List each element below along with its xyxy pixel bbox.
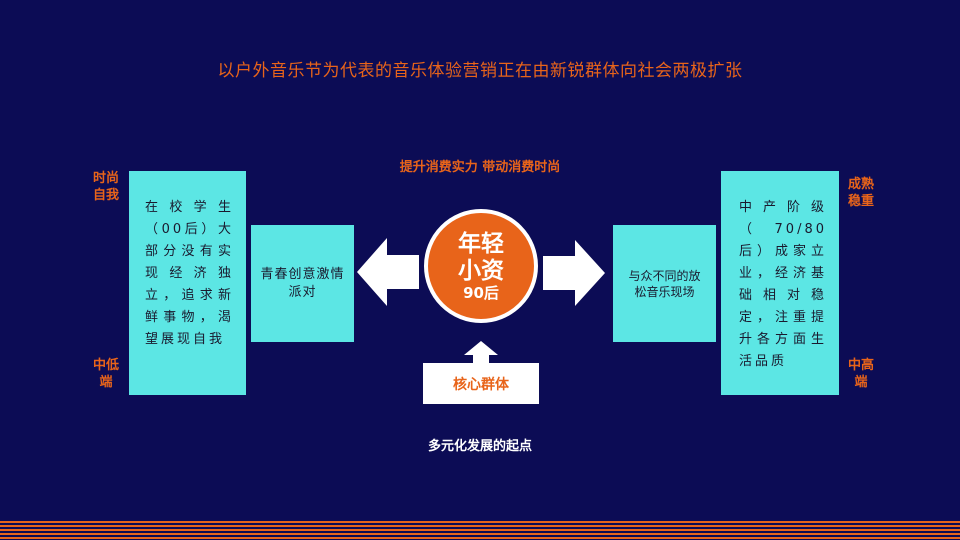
subtitle: 提升消费实力 带动消费时尚 [399, 160, 561, 175]
footer-stripe [0, 525, 960, 527]
right-bottom-label: 中高 端 [847, 358, 874, 390]
left-top-label: 时尚 自我 [92, 171, 119, 203]
arrow-left-icon [357, 238, 419, 306]
left-segment-description: 在校学生（00后）大部分没有实现经济独立，追求新鲜事物，渴望展现自我 [129, 171, 246, 395]
circle-line-2: 小资 [458, 257, 504, 284]
core-group-box: 核心群体 [423, 363, 539, 404]
bottom-caption: 多元化发展的起点 [427, 439, 532, 454]
left-experience-box: 青春创意激情派对 [251, 225, 354, 342]
page-title: 以户外音乐节为代表的音乐体验营销正在由新锐群体向社会两极扩张 [217, 61, 743, 81]
circle-line-1: 年轻 [458, 230, 504, 257]
footer-stripe [0, 533, 960, 535]
right-experience-box: 与众不同的放松音乐现场 [613, 225, 716, 342]
arrow-right-icon [543, 240, 605, 306]
footer-stripe [0, 521, 960, 523]
right-segment-description: 中产阶级（70/80后）成家立业，经济基础相对稳定，注重提升各方面生活品质 [721, 171, 839, 395]
footer-stripe [0, 537, 960, 539]
right-top-label: 成熟 稳重 [847, 177, 874, 209]
arrow-up-icon [464, 341, 498, 365]
left-experience-text: 青春创意激情派对 [260, 266, 345, 300]
right-experience-text: 与众不同的放松音乐现场 [628, 268, 701, 299]
footer-stripe [0, 529, 960, 531]
core-audience-circle: 年轻 小资 90后 [424, 209, 538, 323]
left-bottom-label: 中低 端 [92, 358, 119, 390]
core-group-label: 核心群体 [453, 376, 509, 393]
circle-line-3: 90后 [463, 283, 499, 302]
